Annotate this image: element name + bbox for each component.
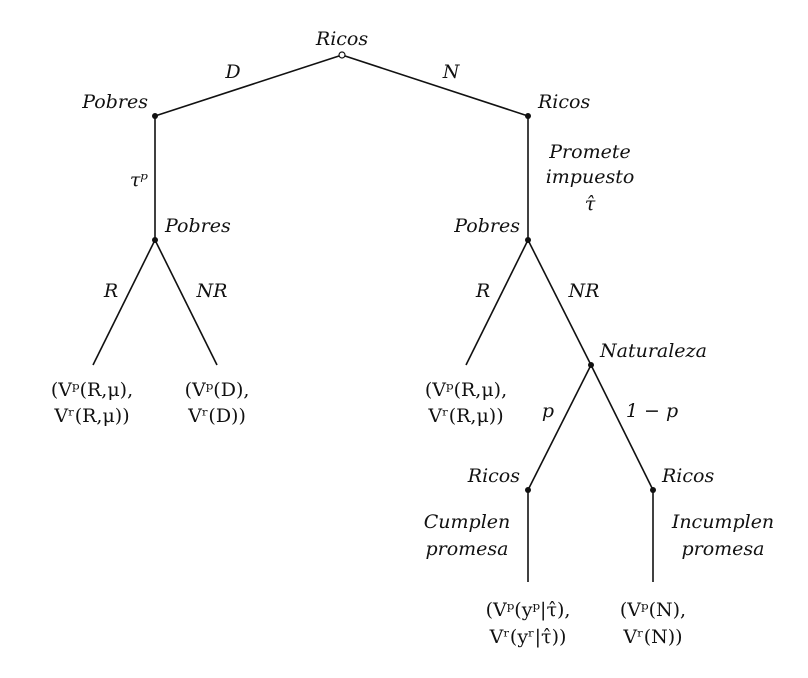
edge-label: NR — [196, 280, 228, 302]
node-label: Ricos — [661, 465, 714, 487]
node-label: Pobres — [81, 91, 148, 113]
edge-p — [527, 364, 592, 491]
edge-label: NR — [568, 280, 600, 302]
payoff: (Vᵖ(R,μ), — [425, 379, 507, 401]
edge-label: R — [103, 280, 118, 302]
edge-label: R — [475, 280, 490, 302]
edge-label: Incumplen — [671, 511, 774, 533]
edge-label: p — [542, 400, 554, 422]
payoff: Vʳ(D)) — [187, 405, 246, 427]
payoff: (Vᵖ(R,μ), — [51, 379, 133, 401]
edge-labels: D N τᵖ Promete impuesto τ̂ R NR R NR p 1… — [103, 61, 774, 560]
edge-left-NR — [154, 239, 218, 366]
node — [525, 237, 531, 243]
payoff: Vʳ(yʳ|τ̂)) — [489, 626, 567, 648]
edge-left-R — [92, 239, 156, 366]
edge-1-minus-p — [590, 364, 654, 491]
payoff: (Vᵖ(N), — [620, 599, 686, 621]
payoffs: (Vᵖ(R,μ), Vʳ(R,μ)) (Vᵖ(D), Vʳ(D)) (Vᵖ(R,… — [51, 379, 686, 648]
edge-right-NR — [527, 239, 592, 366]
edge-label: Promete — [548, 141, 630, 163]
node — [588, 362, 594, 368]
payoff: (Vᵖ(D), — [185, 379, 250, 401]
node — [152, 113, 158, 119]
node-label: Naturaleza — [599, 340, 707, 362]
node-dots — [152, 51, 656, 493]
edge-label: impuesto — [546, 166, 635, 188]
node — [525, 113, 531, 119]
node-label: Pobres — [453, 215, 520, 237]
edge-label: 1 − p — [626, 400, 678, 422]
edge-label: promesa — [681, 538, 764, 560]
payoff: (Vᵖ(yᵖ|τ̂), — [486, 599, 571, 621]
node — [152, 237, 158, 243]
root-node — [338, 51, 346, 59]
payoff: Vʳ(R,μ)) — [53, 405, 129, 427]
node — [525, 487, 531, 493]
node-label: Ricos — [315, 28, 368, 50]
node-label: Ricos — [537, 91, 590, 113]
edge-label: τᵖ — [130, 169, 149, 191]
edge-label: D — [224, 61, 240, 83]
edge-label: N — [442, 61, 461, 83]
edges — [92, 54, 654, 582]
node-label: Pobres — [164, 215, 231, 237]
payoff: Vʳ(R,μ)) — [427, 405, 503, 427]
node-labels: Ricos Pobres Ricos Pobres Pobres Natural… — [81, 28, 714, 487]
edge-label: τ̂ — [585, 193, 596, 215]
edge-label: Cumplen — [424, 511, 511, 533]
payoff: Vʳ(N)) — [622, 626, 682, 648]
node-label: Ricos — [467, 465, 520, 487]
node — [650, 487, 656, 493]
edge-right-R — [465, 239, 529, 366]
edge-N — [341, 54, 529, 117]
edge-D — [154, 54, 343, 117]
edge-label: promesa — [425, 538, 508, 560]
